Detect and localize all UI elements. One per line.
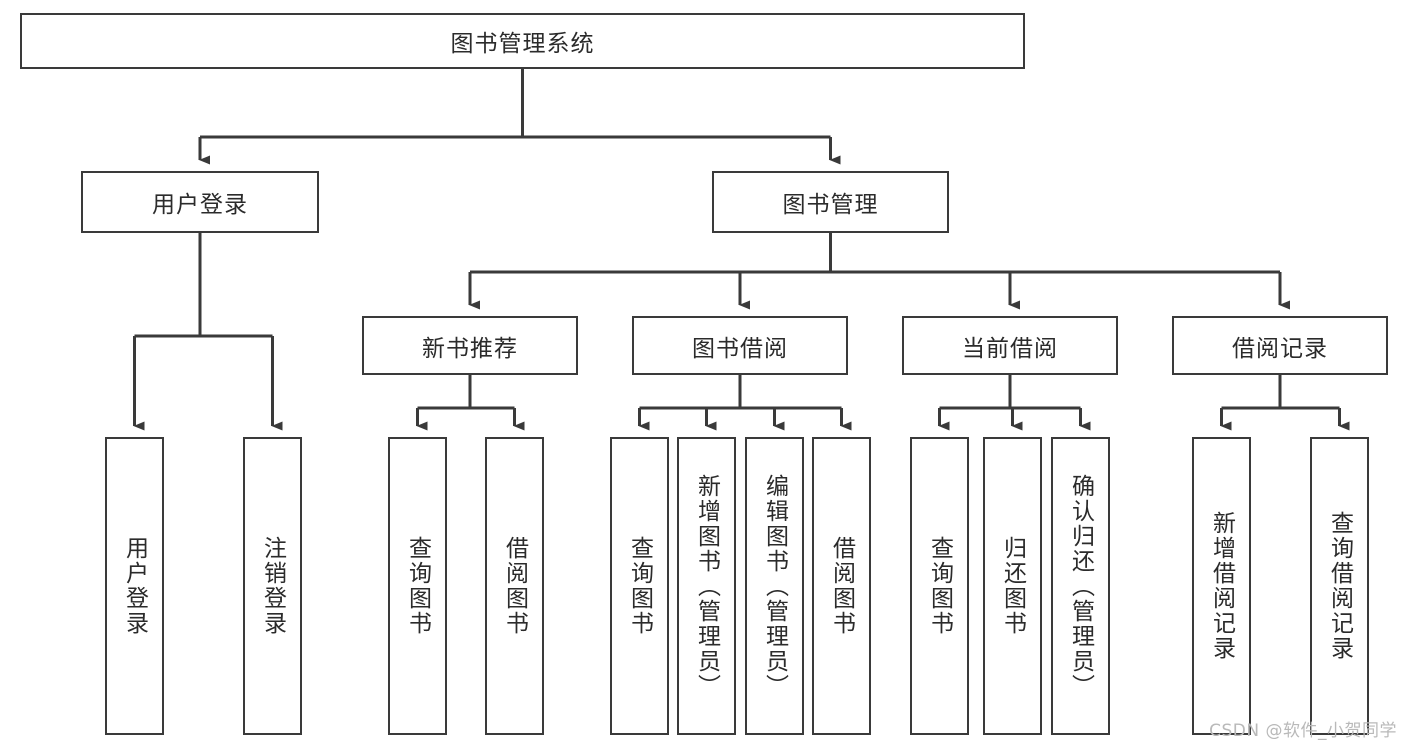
node-label: 查询借阅记录	[1326, 511, 1353, 661]
node-borrow-record[interactable]: 借阅记录	[1172, 316, 1388, 375]
node-label: 新书推荐	[422, 335, 518, 362]
node-book-management[interactable]: 图书管理	[712, 171, 949, 233]
node-label: 确认归还（管理员）	[1067, 473, 1094, 699]
node-leaf-logout-login[interactable]: 注销登录	[243, 437, 302, 735]
node-leaf-query-book-2[interactable]: 查询图书	[610, 437, 669, 735]
node-label: 图书管理	[782, 192, 879, 218]
node-label: 查询图书	[404, 536, 431, 636]
node-label: 注销登录	[259, 536, 286, 636]
node-new-book-recommend[interactable]: 新书推荐	[362, 316, 578, 375]
node-label: 查询图书	[926, 536, 953, 636]
node-label: 用户登录	[121, 536, 148, 636]
node-current-borrow[interactable]: 当前借阅	[902, 316, 1118, 375]
node-leaf-confirm-return[interactable]: 确认归还（管理员）	[1051, 437, 1110, 735]
node-leaf-edit-book[interactable]: 编辑图书（管理员）	[745, 437, 804, 735]
node-root[interactable]: 图书管理系统	[20, 13, 1025, 69]
node-label: 查询图书	[626, 536, 653, 636]
node-label: 新增图书（管理员）	[693, 473, 720, 699]
node-leaf-add-record[interactable]: 新增借阅记录	[1192, 437, 1251, 735]
node-label: 用户登录	[152, 192, 248, 218]
node-leaf-query-book-3[interactable]: 查询图书	[910, 437, 969, 735]
node-user-login[interactable]: 用户登录	[81, 171, 319, 233]
node-label: 借阅记录	[1232, 335, 1328, 362]
node-label: 图书借阅	[692, 335, 788, 362]
node-label: 借阅图书	[501, 536, 528, 636]
node-leaf-borrow-book-1[interactable]: 借阅图书	[485, 437, 544, 735]
node-label: 编辑图书（管理员）	[761, 473, 788, 699]
node-book-borrow[interactable]: 图书借阅	[632, 316, 848, 375]
node-leaf-add-book[interactable]: 新增图书（管理员）	[677, 437, 736, 735]
node-leaf-query-record[interactable]: 查询借阅记录	[1310, 437, 1369, 735]
node-label: 新增借阅记录	[1208, 511, 1235, 661]
node-label: 图书管理系统	[450, 31, 595, 57]
node-leaf-borrow-book-2[interactable]: 借阅图书	[812, 437, 871, 735]
node-label: 当前借阅	[962, 335, 1058, 362]
node-label: 归还图书	[999, 536, 1026, 636]
node-leaf-query-book-1[interactable]: 查询图书	[388, 437, 447, 735]
node-label: 借阅图书	[828, 536, 855, 636]
node-leaf-return-book[interactable]: 归还图书	[983, 437, 1042, 735]
node-leaf-user-login[interactable]: 用户登录	[105, 437, 164, 735]
